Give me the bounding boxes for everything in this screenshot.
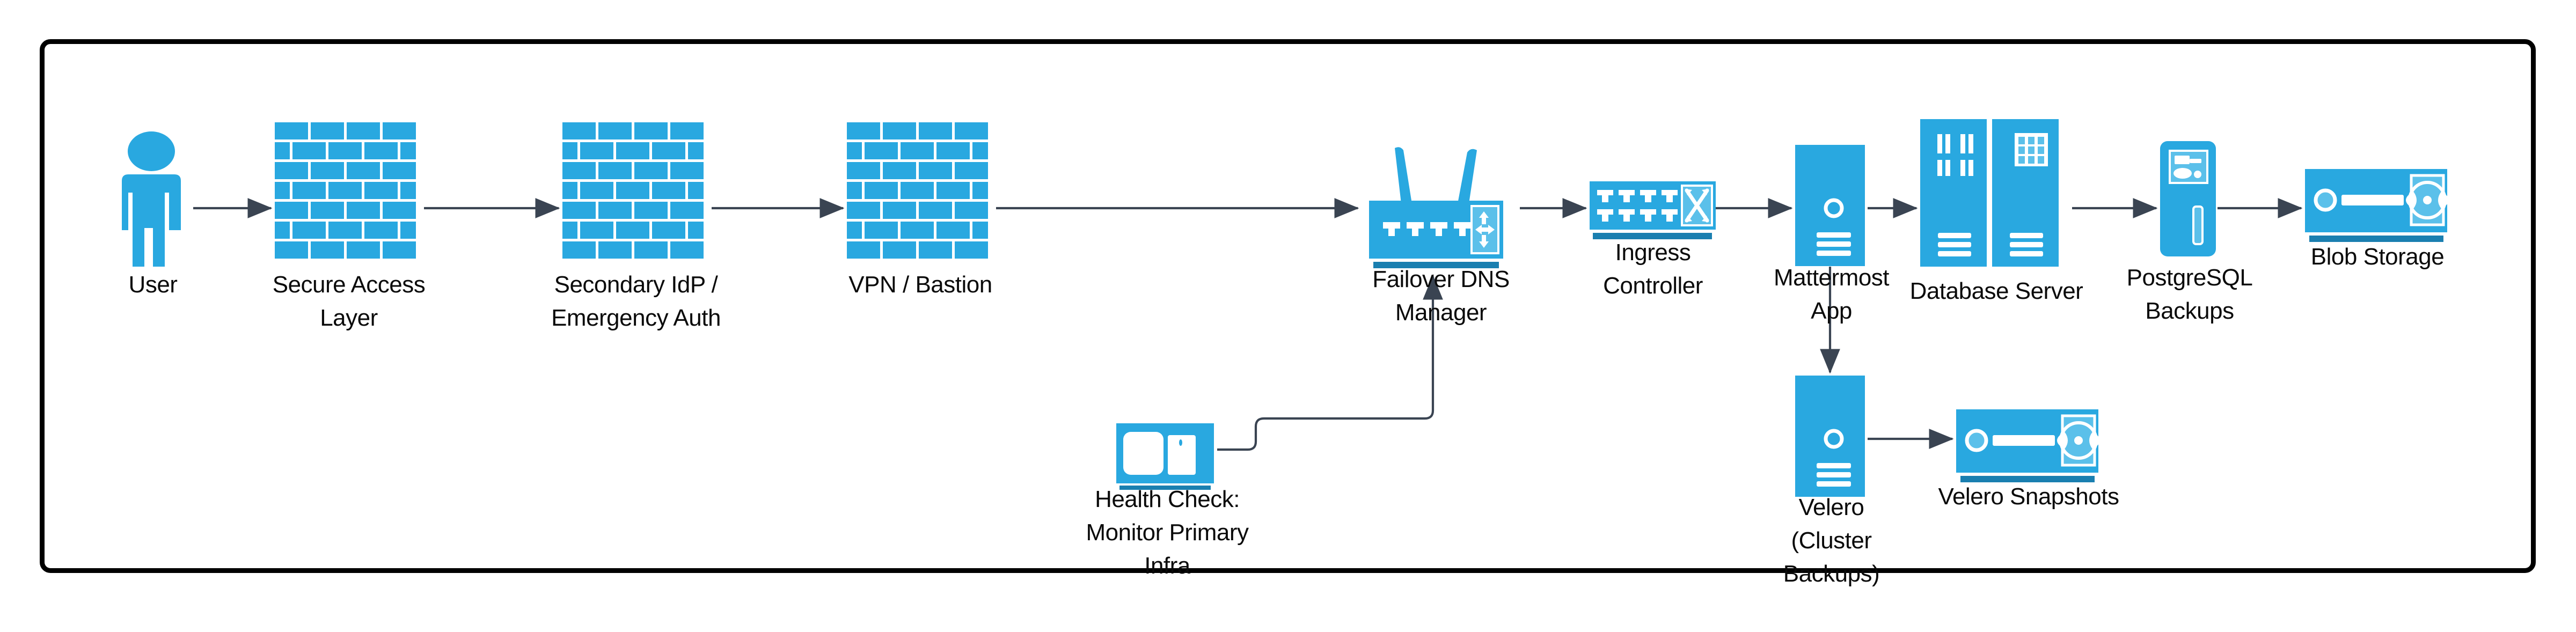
- server-tower-icon: [1795, 376, 1865, 497]
- user-icon: [122, 131, 181, 267]
- node-secondary-idp[interactable]: [562, 122, 710, 271]
- node-database-server[interactable]: [1920, 119, 2073, 269]
- node-velero-snapshots[interactable]: [1956, 409, 2102, 484]
- firewall-brick-icon: [847, 122, 988, 259]
- firewall-brick-icon: [275, 122, 416, 259]
- node-health-check[interactable]: [1116, 423, 1218, 492]
- wireless-router-icon: [1369, 147, 1503, 268]
- health-monitor-icon: [1116, 423, 1214, 490]
- network-switch-icon: [1590, 181, 1716, 239]
- disk-storage-icon: [2305, 169, 2449, 242]
- diagram-frame-border: [40, 39, 2536, 573]
- node-blob-storage[interactable]: [2305, 169, 2451, 244]
- backup-appliance-icon: [2160, 141, 2216, 256]
- server-tower-icon: [1795, 145, 1865, 266]
- database-dual-tower-icon: [1920, 119, 2059, 267]
- node-postgresql-backups[interactable]: [2160, 141, 2219, 259]
- disk-storage-icon: [1956, 409, 2100, 482]
- firewall-brick-icon: [562, 122, 704, 259]
- node-user[interactable]: [111, 131, 192, 267]
- node-ingress-controller[interactable]: [1590, 181, 1718, 250]
- node-vpn-bastion[interactable]: [847, 122, 994, 271]
- node-velero[interactable]: [1795, 376, 1868, 499]
- node-secure-access-layer[interactable]: [275, 122, 422, 271]
- node-failover-dns-manager[interactable]: [1362, 141, 1520, 275]
- node-mattermost-app[interactable]: [1795, 145, 1868, 268]
